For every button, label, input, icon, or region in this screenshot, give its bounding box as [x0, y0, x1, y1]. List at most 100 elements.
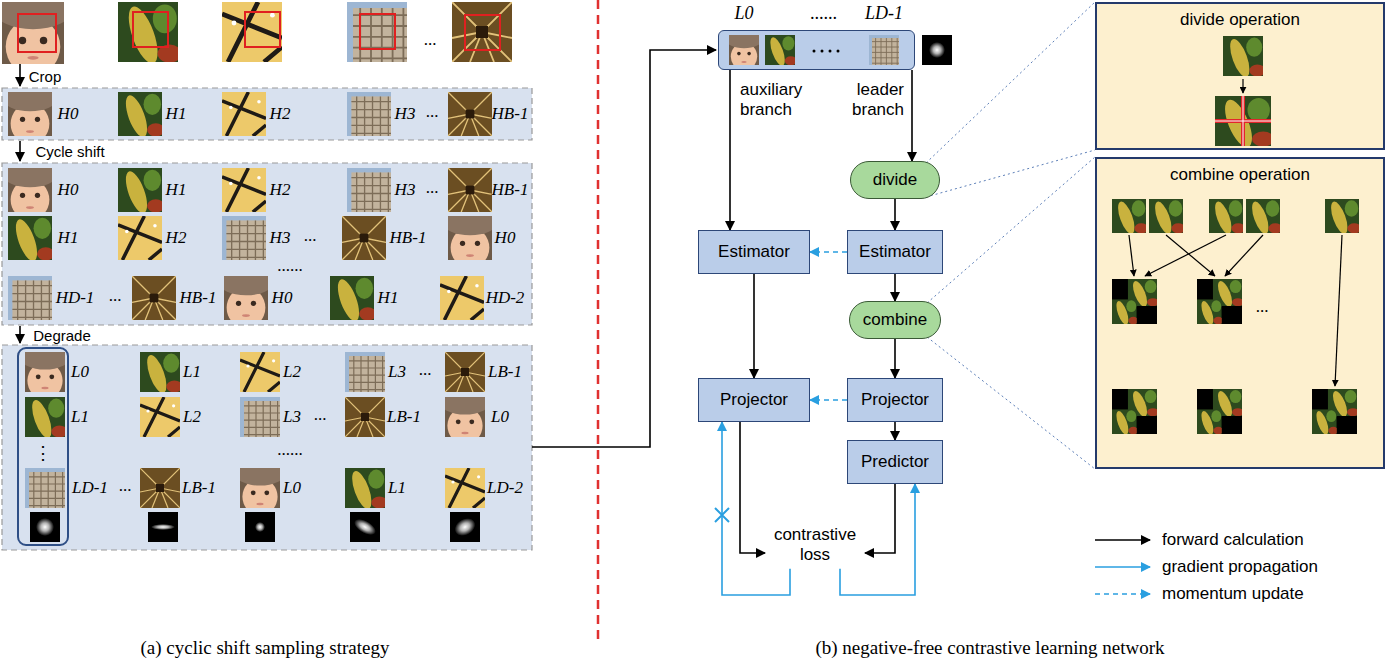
sample-group-box [2, 88, 532, 140]
photo-thumbnail [240, 352, 280, 392]
ellipsis-dot [829, 50, 832, 53]
photo-thumbnail [219, 269, 274, 328]
ellipsis: ... [314, 405, 327, 424]
step-label: Crop [29, 68, 62, 85]
batch-column-outline [18, 348, 68, 545]
operation-pill: combine [849, 301, 941, 339]
node-label: Projector [720, 390, 788, 409]
photo-thumbnail [8, 216, 55, 264]
branch-label: leader branch [852, 80, 904, 119]
sample-label: H0 [58, 104, 79, 123]
ellipsis: ... [1256, 297, 1269, 316]
photo-thumbnail [345, 468, 387, 511]
sample-label: HD-2 [486, 288, 525, 307]
crop-window [465, 15, 500, 50]
panel-caption: (a) cyclic shift sampling strategy [140, 637, 389, 658]
crop-window [18, 14, 56, 52]
crop-window [245, 12, 280, 47]
process-box: Estimator [698, 230, 810, 274]
sample-label: L3 [388, 362, 406, 381]
ellipsis: ... [119, 476, 132, 495]
sample-label: L1 [71, 407, 89, 426]
combined-patch [1197, 279, 1244, 326]
photo-thumbnail [222, 2, 282, 62]
sample-label: LB-1 [182, 478, 216, 497]
photo-thumbnail [448, 168, 492, 212]
photo-thumbnail [3, 161, 58, 220]
sample-label: HD-1 [56, 288, 95, 307]
sample-label: H2 [270, 180, 291, 199]
photo-thumbnail [0, 0, 71, 75]
ellipsis-dot [837, 50, 840, 53]
split-cross [1215, 96, 1271, 146]
photo-thumbnail [345, 397, 385, 437]
node-label: Estimator [859, 242, 931, 261]
photo-thumbnail [443, 209, 498, 268]
zoom-leader [927, 157, 1095, 469]
photo-thumbnail [440, 391, 490, 445]
photo-thumbnail [448, 92, 492, 136]
node-label: Predictor [861, 452, 929, 471]
process-box: Estimator [847, 230, 943, 274]
process-box: Projector [847, 378, 943, 422]
sample-group-box [2, 163, 532, 325]
sample-label: HB-1 [492, 104, 529, 123]
momentum-arrow [810, 251, 847, 253]
ellipsis: ... [426, 102, 439, 121]
photo-thumbnail [25, 468, 65, 508]
forward-arrow [729, 70, 731, 230]
combined-patch [1112, 279, 1159, 326]
photo-thumbnail [1149, 199, 1185, 236]
loss-label: contrastive loss [765, 521, 865, 568]
branch-label: auxiliary branch [740, 80, 802, 119]
sample-label: LB-1 [488, 362, 522, 381]
sample-label: H1 [58, 228, 79, 247]
combined-patch [1312, 389, 1359, 436]
panel-heading: combine operation [1170, 165, 1310, 184]
sample-label: H3 [270, 228, 291, 247]
blur-kernel [148, 512, 178, 542]
blur-kernel [450, 512, 480, 542]
sample-label: HB-1 [390, 228, 427, 247]
photo-thumbnail [452, 2, 512, 62]
sample-label: LB-1 [387, 407, 421, 426]
ellipsis-dot [813, 50, 816, 53]
photo-thumbnail [118, 216, 162, 260]
momentum-arrow [810, 399, 847, 401]
batch-label: ...... [811, 3, 838, 23]
combined-patch [1197, 389, 1244, 436]
legend-sample [1095, 593, 1150, 595]
photo-thumbnail [1197, 299, 1223, 326]
photo-thumbnail [347, 2, 407, 62]
ellipsis-dot [821, 50, 824, 53]
sample-label: H2 [270, 104, 291, 123]
sample-label: LD-2 [487, 478, 523, 497]
photo-thumbnail [140, 352, 182, 395]
forward-arrow [740, 422, 765, 553]
operation-pill: divide [850, 161, 940, 199]
sample-label: H1 [166, 104, 187, 123]
sample-label: H3 [395, 104, 416, 123]
photo-thumbnail [222, 168, 266, 212]
sample-label: L2 [183, 407, 201, 426]
blur-kernel [350, 512, 380, 542]
sample-label: L1 [183, 362, 201, 381]
process-box: Predictor [847, 440, 943, 484]
photo-thumbnail [118, 92, 165, 140]
sample-label: HB-1 [180, 288, 217, 307]
blur-kernel [922, 35, 952, 65]
blur-kernel [245, 512, 275, 542]
photo-thumbnail [725, 31, 762, 70]
photo-thumbnail [347, 92, 391, 136]
photo-thumbnail [222, 216, 266, 260]
photo-thumbnail [1209, 199, 1245, 236]
legend-label: gradient propagation [1162, 557, 1318, 576]
op-arrow [1335, 235, 1342, 386]
batch-feed-wire [532, 50, 716, 447]
stop-gradient-mark [715, 508, 729, 522]
photo-thumbnail [1246, 199, 1282, 236]
photo-thumbnail [345, 352, 385, 392]
legend-label: forward calculation [1162, 530, 1304, 549]
node-illustration [719, 31, 916, 71]
photo-thumbnail [1325, 199, 1361, 236]
